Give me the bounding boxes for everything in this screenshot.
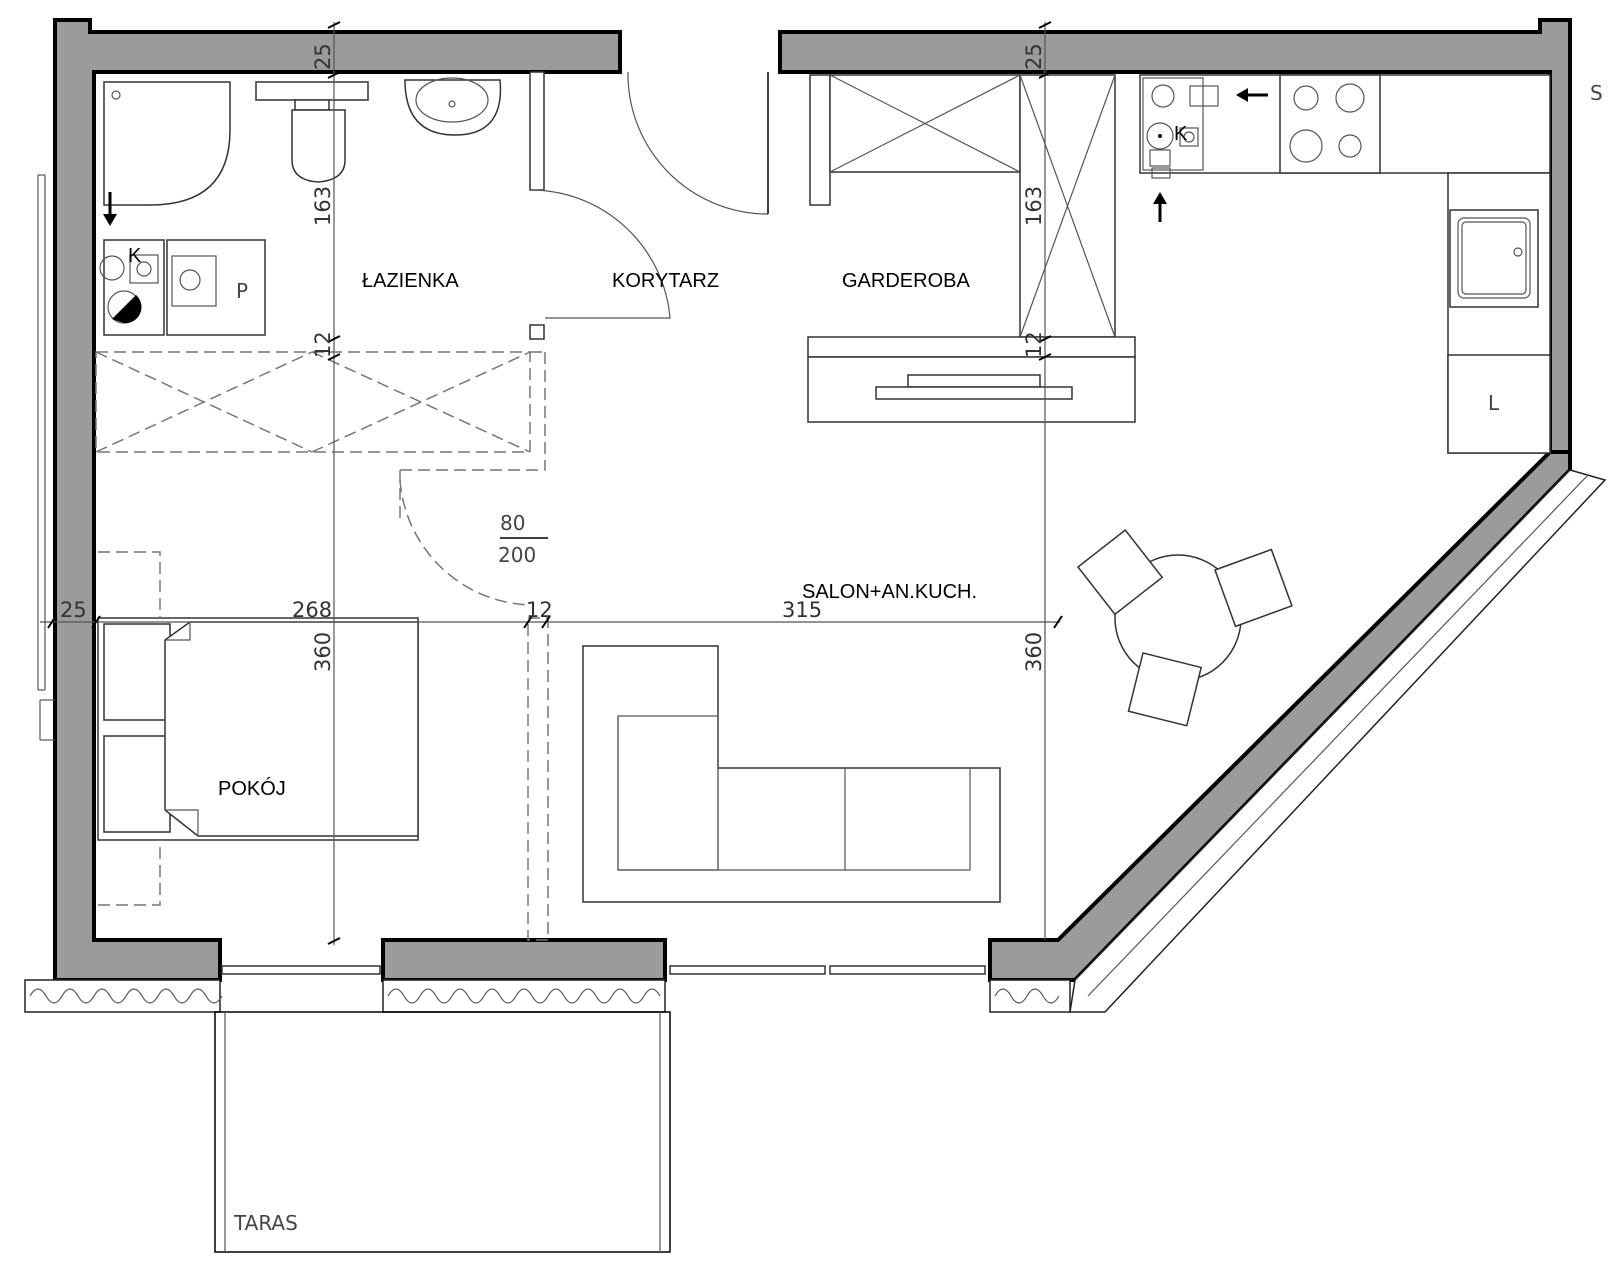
terrace-outline	[214, 1011, 671, 1253]
dim-room-height: 360	[311, 632, 335, 672]
dim-wall-top-right: 25	[1022, 43, 1046, 70]
toilet-tank-icon	[255, 81, 369, 101]
room-label-corridor: KORYTARZ	[612, 270, 719, 292]
room-label-wardrobe: GARDEROBA	[842, 270, 970, 292]
wardrobe	[807, 74, 1136, 423]
insulation	[24, 469, 1607, 1013]
dimension-labels: 25 25 163 163 12 12 360 360 25 268 12 31…	[60, 43, 1046, 672]
up-arrow-icon	[1153, 192, 1167, 222]
washer-mark: P	[236, 279, 248, 303]
corner-mark: S	[1590, 81, 1603, 105]
bed	[97, 551, 419, 906]
dimension-lines	[40, 21, 1063, 945]
dining-set	[1076, 529, 1293, 727]
dim-partition-left: 12	[311, 331, 335, 358]
dim-partition-mid: 12	[526, 598, 553, 622]
sofa	[582, 645, 1001, 903]
bed-size-bottom: 200	[498, 543, 536, 567]
window-middle-b	[829, 965, 986, 975]
window-left	[221, 965, 381, 975]
wall-bottom-middle	[381, 938, 667, 982]
bed-size-top: 80	[500, 511, 525, 535]
stove-icon	[1279, 74, 1381, 174]
dim-partition-right: 12	[1022, 331, 1046, 358]
room-label-living-kitchen: SALON+AN.KUCH.	[802, 581, 977, 603]
room-wardrobe-dashed	[95, 351, 549, 941]
boiler-mark-right: K	[1174, 123, 1188, 145]
bathroom: K P	[99, 71, 671, 340]
room-labels: ŁAZIENKA KORYTARZ GARDEROBA SALON+AN.KUC…	[218, 270, 977, 1235]
dim-wardrobe-height: 163	[1022, 186, 1046, 226]
down-arrow-icon	[103, 192, 117, 226]
kitchen-sink-icon	[1449, 209, 1539, 308]
terrace	[214, 1011, 671, 1253]
room-label-terrace: TARAS	[233, 1211, 298, 1235]
dim-wall-left: 25	[60, 598, 87, 622]
room-label-room: POKÓJ	[218, 777, 286, 800]
boiler-mark-left: K	[128, 245, 142, 267]
kitchen: L K S	[1139, 74, 1603, 454]
dim-wall-top-left: 25	[311, 43, 335, 70]
shower-icon	[103, 81, 231, 206]
wall-diagonal	[988, 450, 1572, 982]
entrance-door	[627, 71, 769, 215]
dim-salon-height: 360	[1022, 632, 1046, 672]
dim-room-width: 268	[292, 598, 332, 622]
toilet-icon	[291, 109, 346, 183]
fridge-mark: L	[1488, 391, 1500, 415]
room-label-bathroom: ŁAZIENKA	[362, 270, 459, 292]
window-middle-a	[669, 965, 826, 975]
left-arrow-icon	[1236, 88, 1268, 102]
dim-bath-height: 163	[311, 186, 335, 226]
walls	[37, 18, 1572, 982]
dim-salon-width: 315	[782, 598, 822, 622]
